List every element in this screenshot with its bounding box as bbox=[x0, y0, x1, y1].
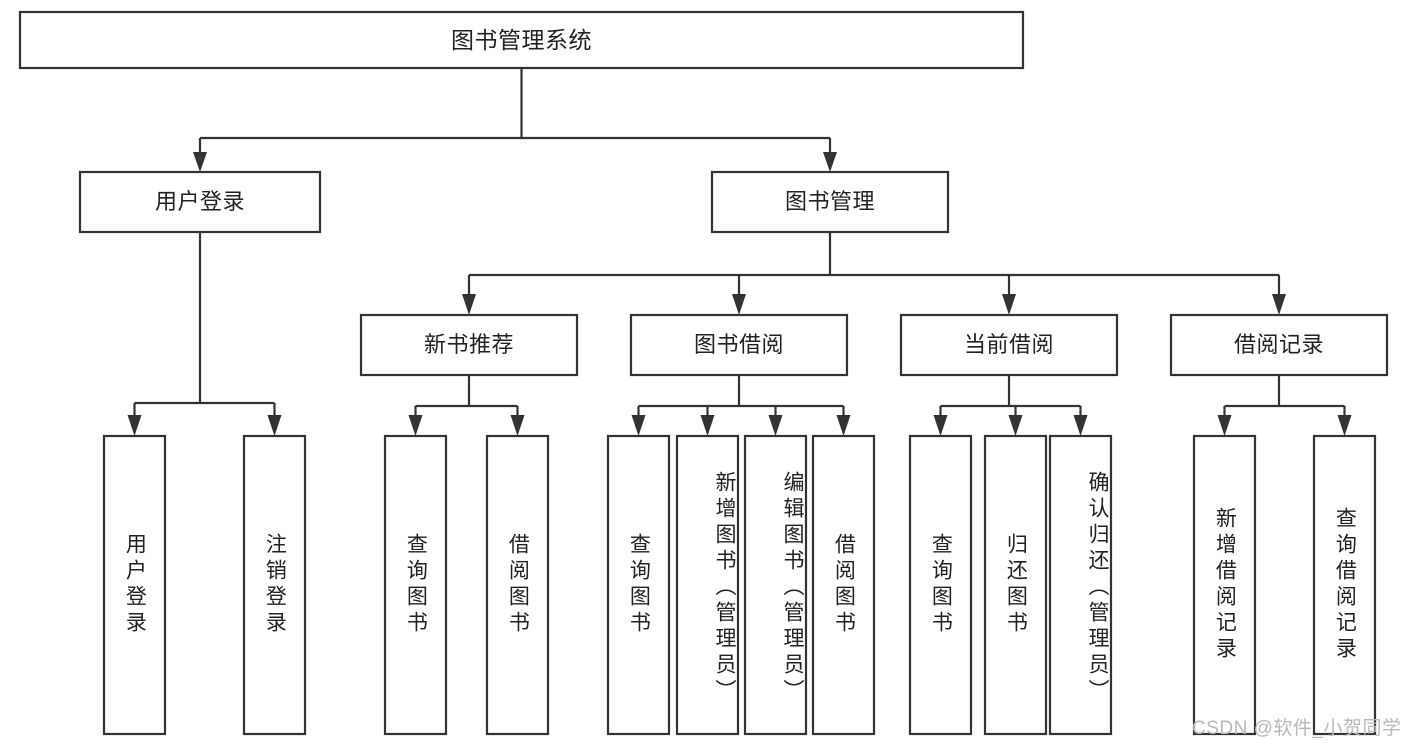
node-box-leaf-query-book-3[interactable] bbox=[908, 434, 973, 736]
node-box-leaf-confirm-return[interactable] bbox=[1048, 434, 1113, 736]
arrow-head-new-book-rec bbox=[462, 294, 476, 315]
arrow-head-book-borrow bbox=[732, 294, 746, 315]
arrow-head-leaf-user-login bbox=[127, 415, 142, 436]
arrow-head-leaf-add-book bbox=[700, 415, 715, 436]
node-box-leaf-query-record[interactable] bbox=[1312, 434, 1377, 736]
arrow-head-leaf-add-record bbox=[1217, 415, 1232, 436]
arrow-head-leaf-query-book-1 bbox=[408, 415, 423, 436]
node-box-leaf-query-book-2[interactable] bbox=[606, 434, 671, 736]
node-box-new-book-rec[interactable] bbox=[359, 313, 579, 377]
node-box-leaf-add-record[interactable] bbox=[1192, 434, 1257, 736]
arrow-head-leaf-logout bbox=[267, 415, 282, 436]
arrow-head-leaf-borrow-book-2 bbox=[836, 415, 851, 436]
node-box-leaf-return-book[interactable] bbox=[983, 434, 1048, 736]
arrow-head-book-manage bbox=[823, 152, 837, 172]
node-box-book-manage[interactable] bbox=[710, 170, 950, 234]
arrow-head-borrow-record bbox=[1272, 294, 1286, 315]
node-box-leaf-edit-book[interactable] bbox=[743, 434, 808, 736]
node-box-borrow-record[interactable] bbox=[1169, 313, 1389, 377]
node-box-leaf-query-book-1[interactable] bbox=[383, 434, 448, 736]
arrow-head-leaf-confirm-return bbox=[1073, 415, 1088, 436]
node-box-leaf-user-login[interactable] bbox=[102, 434, 167, 736]
node-box-user-login[interactable] bbox=[78, 170, 322, 234]
node-box-leaf-add-book[interactable] bbox=[675, 434, 740, 736]
arrow-head-leaf-query-book-3 bbox=[933, 415, 948, 436]
arrow-head-user-login bbox=[193, 152, 207, 172]
node-box-leaf-borrow-book-1[interactable] bbox=[485, 434, 550, 736]
node-box-leaf-borrow-book-2[interactable] bbox=[811, 434, 876, 736]
node-box-root[interactable] bbox=[18, 10, 1025, 70]
arrow-head-current-borrow bbox=[1002, 294, 1016, 315]
node-box-leaf-logout[interactable] bbox=[242, 434, 307, 736]
csdn-watermark: CSDN @软件_小贺同学 bbox=[1192, 718, 1402, 739]
arrow-head-leaf-query-book-2 bbox=[631, 415, 646, 436]
arrow-head-leaf-edit-book bbox=[768, 415, 783, 436]
arrow-head-leaf-query-record bbox=[1337, 415, 1352, 436]
connector-layer bbox=[127, 68, 1352, 436]
arrow-head-leaf-borrow-book-1 bbox=[510, 415, 525, 436]
node-rect-layer bbox=[18, 10, 1389, 736]
node-box-book-borrow[interactable] bbox=[629, 313, 849, 377]
node-box-current-borrow[interactable] bbox=[899, 313, 1119, 377]
arrow-head-leaf-return-book bbox=[1008, 415, 1023, 436]
